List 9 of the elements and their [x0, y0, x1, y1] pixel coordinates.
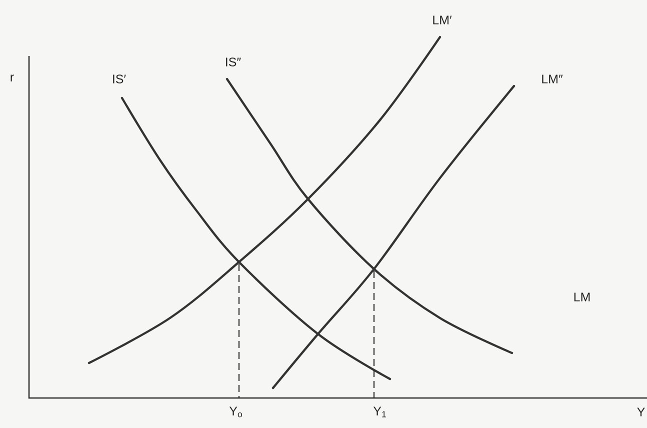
curve-label: r — [10, 74, 14, 82]
curve-label: LM″ — [542, 74, 563, 84]
curve-label: Y$_{o}$ — [229, 406, 242, 418]
curve-label: LM′ — [433, 16, 452, 24]
curve-label: IS′ — [113, 74, 126, 84]
curve-label: IS″ — [226, 58, 241, 66]
curve-label: LM — [574, 292, 590, 302]
curve-label: Y$_{1}$ — [373, 406, 386, 418]
curve-label: Y — [637, 408, 645, 416]
